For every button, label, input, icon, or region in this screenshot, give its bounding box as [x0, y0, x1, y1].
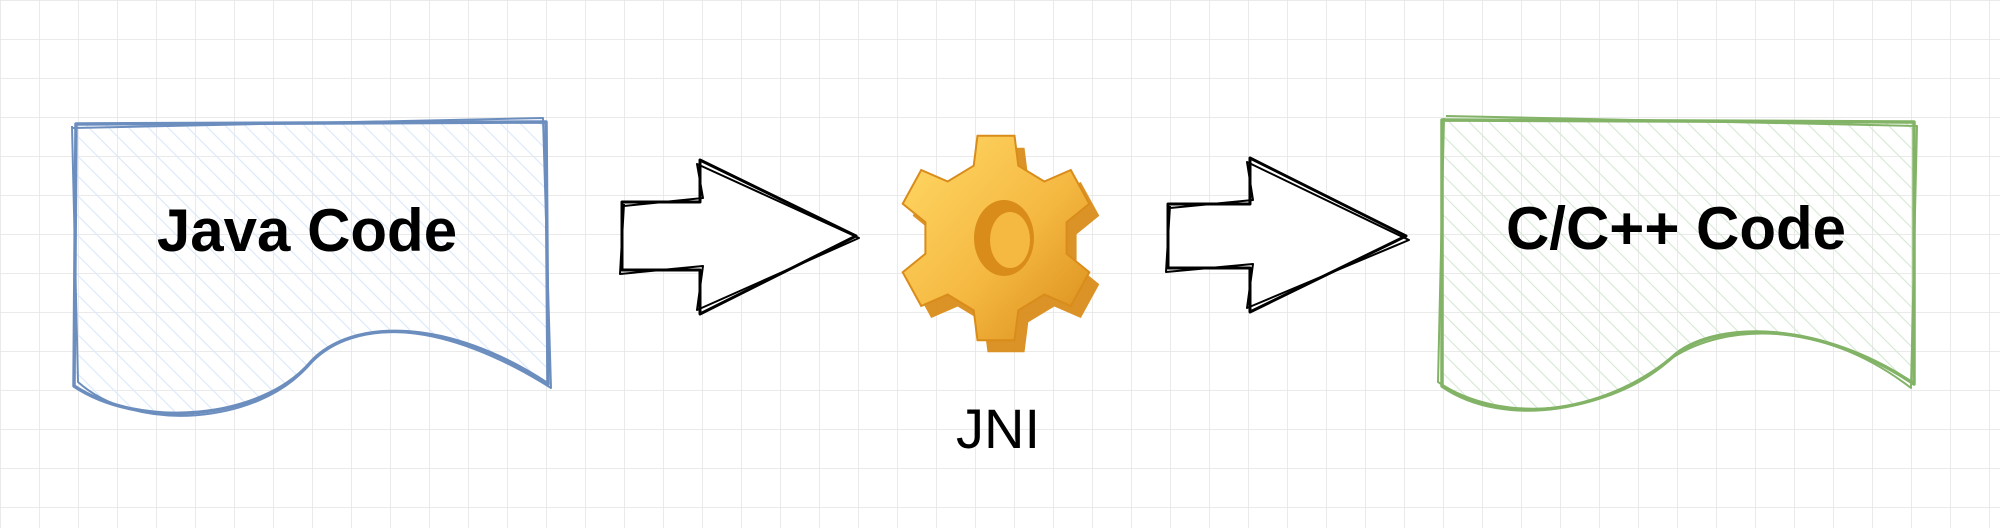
arrow-java-to-jni [619, 158, 860, 316]
jni-node[interactable]: JNI [901, 134, 1100, 460]
arrow-1-sketch [619, 163, 860, 311]
java-code-label: Java Code [157, 197, 457, 264]
arrow-jni-to-native [1165, 156, 1410, 314]
java-code-outline-sketch [71, 117, 552, 417]
arrow-2-sketch [1165, 161, 1410, 309]
gear-icon [901, 134, 1100, 353]
jni-label: JNI [956, 397, 1040, 460]
native-code-fill [1442, 120, 1914, 410]
java-code-node[interactable]: Java Code [71, 117, 552, 417]
native-code-outline-sketch [1437, 115, 1918, 410]
native-code-label: C/C++ Code [1506, 195, 1846, 262]
native-code-node[interactable]: C/C++ Code [1437, 115, 1918, 412]
gear-hole-inner [990, 212, 1030, 268]
java-code-fill [74, 122, 548, 414]
native-code-outline [1440, 118, 1916, 412]
